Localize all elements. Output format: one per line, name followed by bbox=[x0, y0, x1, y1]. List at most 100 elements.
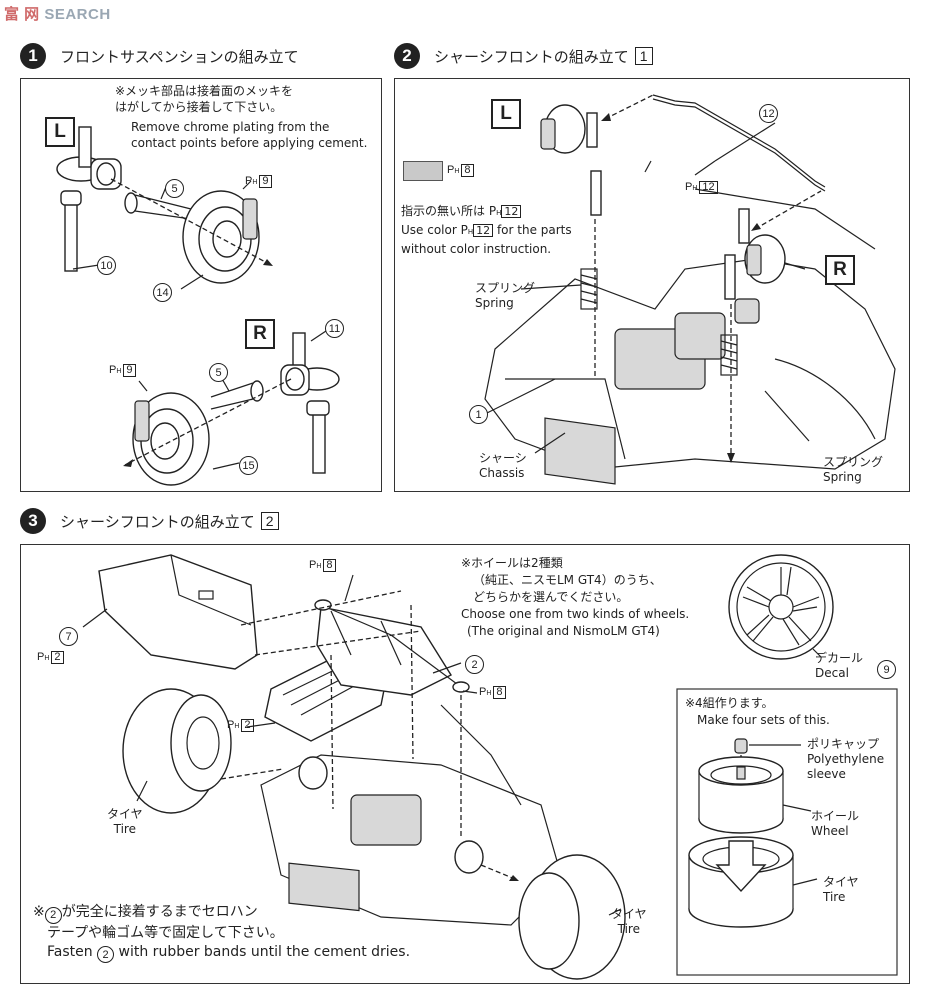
ph8-right-sub: H bbox=[486, 690, 492, 697]
step2-color-note-en-3: without color instruction. bbox=[401, 242, 552, 256]
wheel-note-jp-1: ※ホイールは2種類 bbox=[461, 556, 563, 570]
decal-en: Decal bbox=[815, 666, 849, 680]
hub-right-drawing bbox=[454, 840, 484, 874]
part-5-callout-upper: 5 bbox=[165, 179, 184, 198]
cement-footnote: ※ 2 が完全に接着するまでセロハン テープや輪ゴム等で固定して下さい。 Faste… bbox=[33, 903, 410, 963]
wheel-inset-label: ホイール Wheel bbox=[811, 809, 859, 839]
step3-title-text: シャーシフロントの組み立て bbox=[60, 513, 255, 531]
step3-illustration bbox=[82, 554, 898, 980]
knuckle-left-drawing bbox=[56, 126, 122, 272]
step2-color-note-jp-box: 12 bbox=[501, 205, 522, 218]
ph12-box: 12 bbox=[699, 181, 718, 194]
tire-inset-label: タイヤ Tire bbox=[823, 875, 859, 905]
insert-arrow-icon bbox=[715, 840, 767, 893]
polycap-en-1: Polyethylene bbox=[807, 752, 885, 766]
footnote-en-a: Fasten bbox=[47, 943, 93, 960]
ph2-mid-sub: H bbox=[234, 723, 240, 730]
decal-label: デカール Decal bbox=[815, 651, 863, 681]
part-1-callout: 1 bbox=[469, 405, 488, 424]
swatch-ph8-p: P bbox=[447, 164, 455, 176]
part-7-callout: 7 bbox=[59, 627, 78, 646]
stabilizer-bar-12-drawing bbox=[652, 94, 826, 192]
decal-9-callout: 9 bbox=[877, 660, 896, 679]
ph8-right-p: P bbox=[479, 686, 487, 698]
step3-number-badge: 3 bbox=[20, 508, 46, 534]
ph12-sub: H bbox=[692, 185, 698, 192]
watermark-en: SEARCH bbox=[44, 6, 111, 23]
tire-left-drawing bbox=[122, 688, 232, 814]
ph2-left-p: P bbox=[37, 651, 45, 663]
footnote-en-part-2-callout: 2 bbox=[97, 946, 115, 963]
swatch-ph8-sub: H bbox=[454, 168, 460, 175]
tire-inset-jp: タイヤ bbox=[823, 875, 859, 889]
knuckle-left-assembly-drawing bbox=[540, 104, 602, 216]
step1-right-tag: R bbox=[245, 319, 275, 349]
spring-right-en: Spring bbox=[823, 470, 862, 484]
ph9-upper-sub: H bbox=[252, 179, 258, 186]
step1-chrome-note-jp: ※メッキ部品は接着面のメッキを はがしてから接着して下さい。 bbox=[115, 83, 293, 115]
footnote-jp-2: テープや輪ゴム等で固定して下さい。 bbox=[47, 924, 284, 941]
step3-title-box: 2 bbox=[260, 512, 279, 530]
watermark-logo: 富 网 SEARCH bbox=[4, 3, 111, 24]
footnote-en-b: with rubber bands until the cement dries… bbox=[118, 943, 411, 960]
front-frame-2-drawing bbox=[316, 606, 453, 696]
step2-color-note-en-box: 12 bbox=[473, 224, 494, 237]
tire-right-en: Tire bbox=[617, 922, 640, 936]
pin-5-upper-drawing bbox=[124, 192, 192, 220]
step2-color-note-en-1: Use color bbox=[401, 223, 457, 237]
step2-right-tag: R bbox=[825, 255, 855, 285]
ph8-top-box: 8 bbox=[323, 559, 336, 572]
step1-chrome-note-en-text: Remove chrome plating from the contact p… bbox=[131, 120, 368, 150]
step2-color-note-jp-sub: H bbox=[496, 209, 502, 217]
polycap-en-2: sleeve bbox=[807, 767, 846, 781]
part-12-callout: 12 bbox=[759, 104, 778, 123]
footnote-jp-mark: ※ bbox=[33, 904, 45, 920]
footnote-jp-1: が完全に接着するまでセロハン bbox=[61, 904, 258, 920]
tire-left-jp: タイヤ bbox=[107, 807, 143, 821]
tire-right-drawing bbox=[518, 854, 626, 980]
step2-illustration bbox=[484, 94, 896, 485]
tire-left-en: Tire bbox=[113, 822, 136, 836]
ph2-left-box: 2 bbox=[51, 651, 64, 664]
ph9-lower-box: 9 bbox=[123, 364, 136, 377]
wheel-note-jp-3: どちらかを選んでください。 bbox=[473, 590, 629, 604]
knuckle-right-drawing bbox=[280, 332, 340, 474]
spring-left-drawing bbox=[580, 268, 598, 310]
pin-5-lower-drawing bbox=[210, 380, 264, 410]
step1-chrome-note-jp-text: ※メッキ部品は接着面のメッキを はがしてから接着して下さい。 bbox=[115, 84, 294, 114]
step1-number-badge: 1 bbox=[20, 43, 46, 69]
wheel-inset-jp: ホイール bbox=[811, 809, 860, 823]
ph9-lower-p: P bbox=[109, 364, 117, 376]
chassis-body-drawing bbox=[260, 704, 562, 926]
chassis-en: Chassis bbox=[479, 466, 525, 480]
step1-chrome-note-en: Remove chrome plating from the contact p… bbox=[131, 119, 367, 151]
part-5-callout-lower: 5 bbox=[209, 363, 228, 382]
polycap-label: ポリキャップ Polyethylene sleeve bbox=[807, 737, 884, 782]
step1-panel: ※メッキ部品は接着面のメッキを はがしてから接着して下さい。 Remove ch… bbox=[20, 78, 382, 492]
wheel-choice-note: ※ホイールは2種類 （純正、ニスモLM GT4）のうち、 どちらかを選んでくださ… bbox=[461, 555, 689, 640]
footnote-en: Fasten 2 with rubber bands until the cem… bbox=[33, 943, 411, 963]
ph9-upper-p: P bbox=[245, 175, 253, 187]
wheel-decal-drawing bbox=[728, 554, 834, 660]
step2-color-note-en-p: P bbox=[460, 223, 468, 237]
step2-left-tag: L bbox=[491, 99, 521, 129]
brake-disc-right-drawing bbox=[132, 392, 210, 486]
part-10-callout: 10 bbox=[97, 256, 116, 275]
ph9-upper-box: 9 bbox=[259, 175, 272, 188]
chassis-jp: シャーシ bbox=[479, 451, 527, 465]
step2-title-text: シャーシフロントの組み立て bbox=[434, 48, 629, 66]
wheel-note-en-1: Choose one from two kinds of wheels. bbox=[461, 607, 690, 621]
ph2-left-sub: H bbox=[44, 655, 50, 662]
wheel-inset-en: Wheel bbox=[811, 824, 849, 838]
step1-left-tag: L bbox=[45, 117, 75, 147]
ph2-mid-p: P bbox=[227, 719, 235, 731]
swatch-ph8-box: 8 bbox=[461, 164, 474, 177]
